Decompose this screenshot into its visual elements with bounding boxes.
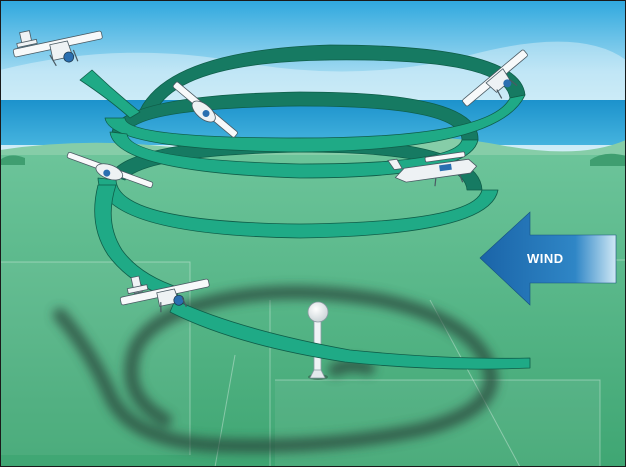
- wind-label: WIND: [527, 251, 564, 266]
- airplane: [172, 81, 238, 138]
- wind-arrow: WIND: [479, 211, 617, 306]
- airplane: [387, 151, 478, 187]
- water: [0, 100, 626, 145]
- ground-shadow-track: [53, 285, 499, 453]
- shore-bush-left: [0, 155, 25, 165]
- airplane: [12, 30, 103, 67]
- shore-bush-right: [590, 153, 626, 166]
- airplane: [462, 49, 528, 107]
- airplane: [119, 275, 210, 313]
- airplane: [66, 151, 154, 189]
